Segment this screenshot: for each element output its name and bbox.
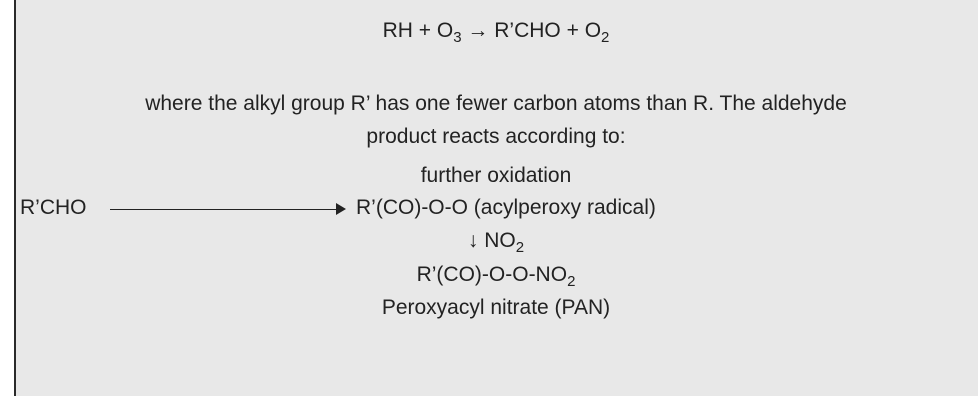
- scheme-reactant: R’CHO: [20, 196, 87, 219]
- explanation-line-2: product reacts according to:: [366, 125, 626, 148]
- down-arrow-icon: ↓: [467, 229, 479, 252]
- eq1-arrow: →: [467, 19, 489, 42]
- reagent: NO: [484, 229, 516, 252]
- reaction-arrow-head: [336, 203, 346, 215]
- no2-step: ↓ NO2: [14, 228, 978, 256]
- final-product: R’(CO)-O-O-NO2: [14, 262, 978, 290]
- equation-box: [14, 0, 978, 396]
- reaction-arrow-shaft: [110, 209, 340, 210]
- final-product-formula: R’(CO)-O-O-NO: [416, 263, 568, 286]
- final-product-subscript: 2: [567, 273, 576, 290]
- eq1-reactant-subscript: 3: [453, 29, 462, 46]
- final-product-name: Peroxyacyl nitrate (PAN): [381, 296, 611, 319]
- eq1-reactant: RH + O: [382, 19, 454, 42]
- reagent-subscript: 2: [515, 239, 525, 256]
- ozonolysis-equation: RH + O3 → R’CHO + O2: [14, 18, 978, 46]
- scheme-product: R’(CO)-O-O (acylperoxy radical): [356, 196, 656, 219]
- eq1-product-subscript: 2: [601, 29, 610, 46]
- eq1-product: R’CHO + O: [494, 19, 602, 42]
- explanation-line-1: where the alkyl group R’ has one fewer c…: [145, 92, 847, 115]
- arrow-condition-label: further oxidation: [420, 164, 572, 187]
